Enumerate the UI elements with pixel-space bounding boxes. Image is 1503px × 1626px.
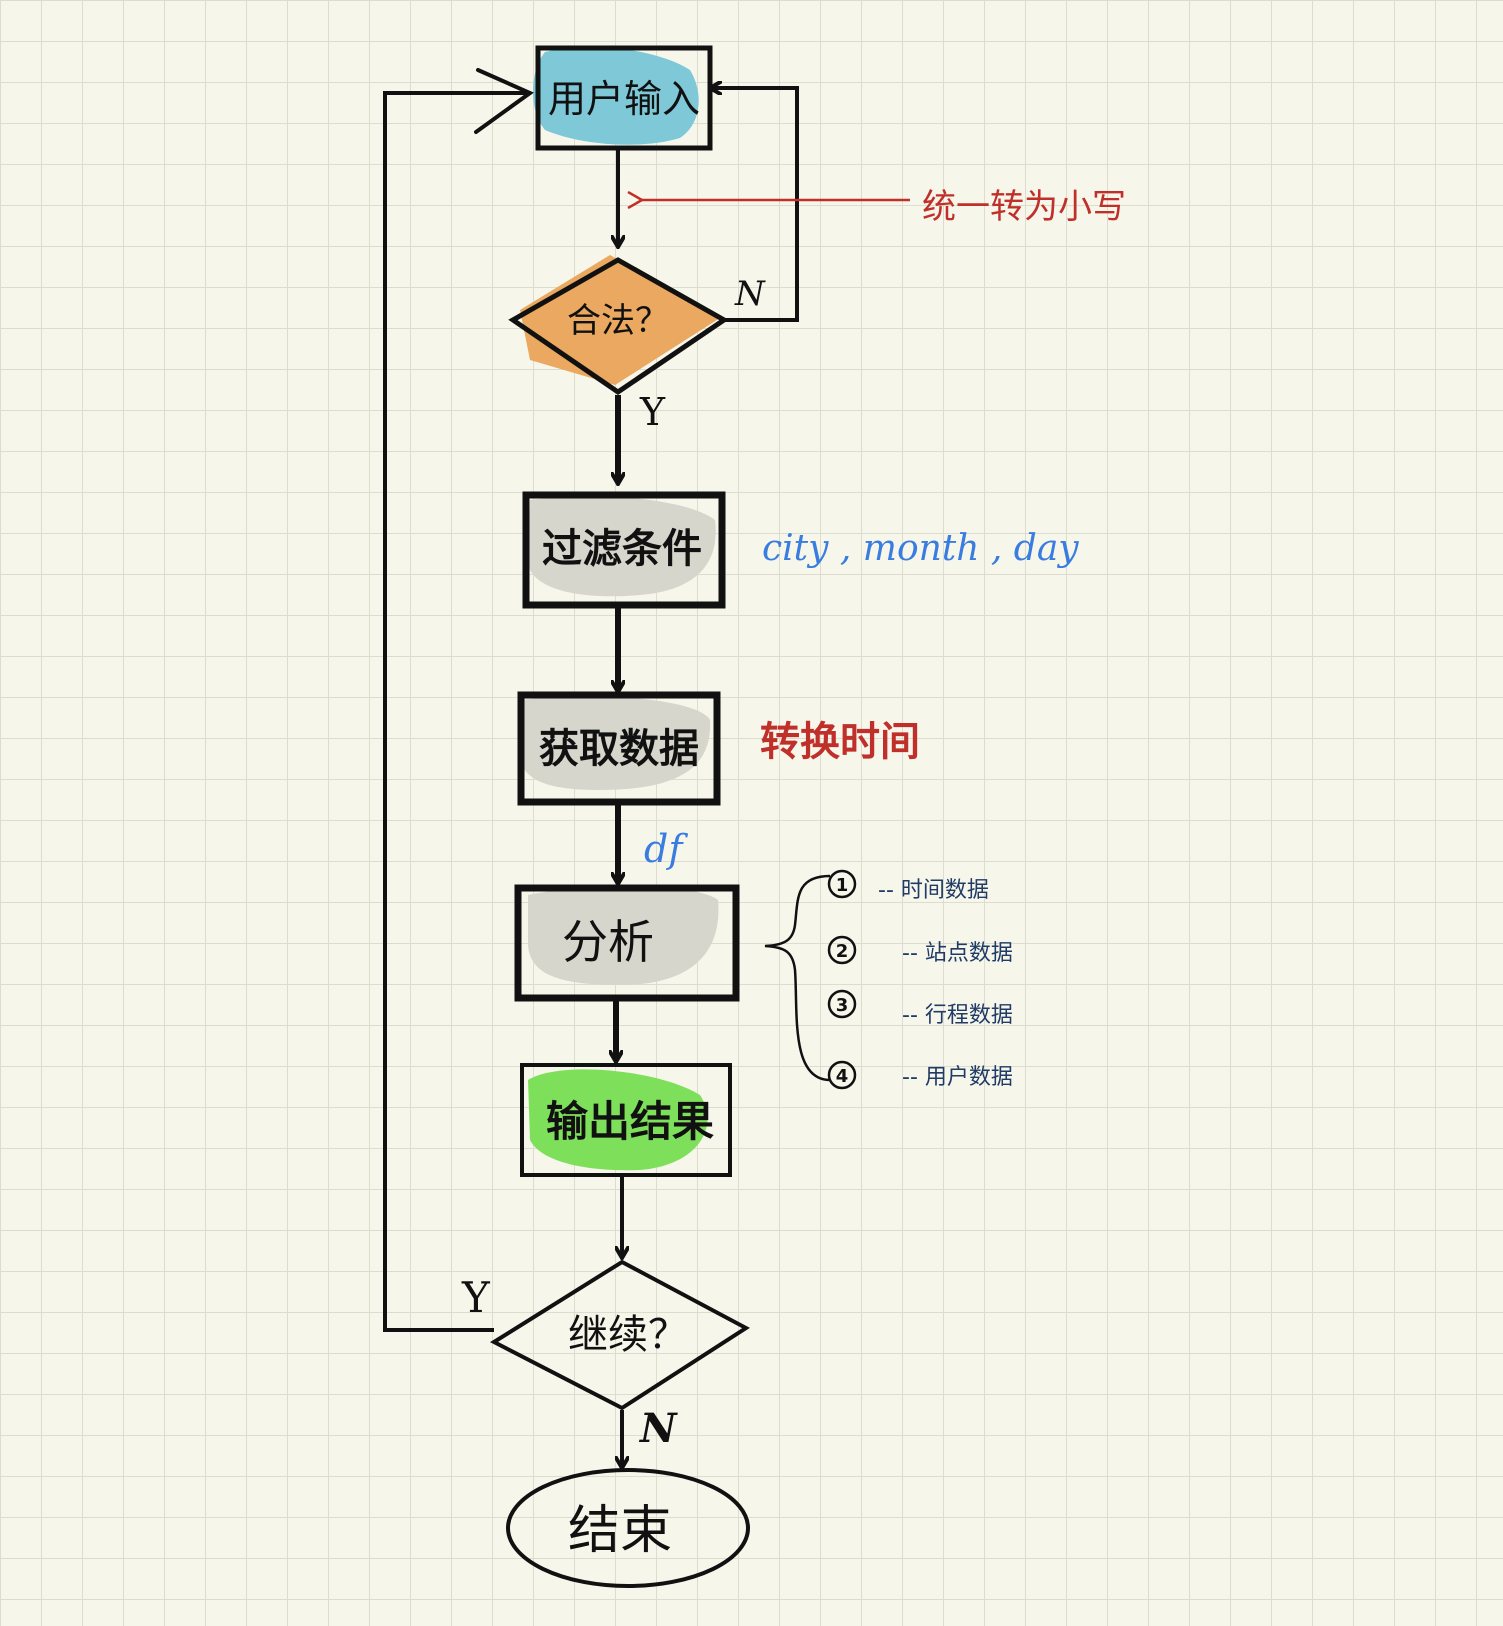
item-number-circle [827, 1060, 857, 1090]
lowercase-note: 统一转为小写 [922, 187, 1126, 227]
item-number: 1 [836, 875, 849, 896]
continue-no-label: N [638, 1405, 678, 1452]
continue-label: 继续？ [568, 1312, 688, 1358]
item-number-circle [827, 869, 857, 899]
output-box [520, 1063, 732, 1177]
user-input-highlight [532, 46, 699, 145]
analyze-highlight [528, 885, 719, 985]
continue-diamond [489, 1259, 750, 1411]
analysis-item: 2 -- 站点数据 [827, 935, 1013, 966]
convert-time-note: 转换时间 [760, 718, 920, 765]
analysis-item: 1 -- 时间数据 [827, 869, 989, 903]
edge-continue-yes-loop [383, 91, 528, 1332]
item-label: -- 时间数据 [878, 878, 989, 903]
item-number: 4 [836, 1066, 849, 1087]
valid-label: 合法？ [567, 301, 669, 341]
filter-highlight [528, 496, 716, 597]
user-input-box [535, 45, 713, 151]
item-number-circle [827, 989, 857, 1019]
end-ellipse [506, 1468, 750, 1588]
get-data-box [517, 691, 721, 806]
edge-valid-no-loop [712, 88, 799, 322]
valid-no-label: N [734, 274, 766, 314]
filter-params-note: city , month , day [762, 528, 1079, 569]
analyze-box [514, 884, 740, 1002]
analyze-label: 分析 [562, 915, 654, 969]
edge-continue-yes-arrowhead [474, 68, 534, 134]
item-number: 3 [836, 995, 849, 1016]
item-number: 2 [836, 941, 849, 962]
analysis-item: 3 -- 行程数据 [827, 989, 1013, 1028]
end-label: 结束 [568, 1501, 672, 1561]
item-label: -- 行程数据 [902, 1003, 1013, 1028]
continue-yes-label: Y [461, 1273, 491, 1322]
valid-yes-label: Y [639, 390, 666, 434]
user-input-label: 用户输入 [548, 77, 700, 121]
output-highlight [528, 1069, 708, 1171]
valid-diamond [508, 257, 729, 396]
analysis-brace [764, 874, 831, 1082]
item-label: -- 用户数据 [902, 1065, 1013, 1090]
get-data-highlight [518, 696, 711, 790]
output-label: 输出结果 [546, 1097, 714, 1146]
filter-box [522, 491, 726, 609]
item-label: -- 站点数据 [902, 941, 1013, 966]
analysis-item: 4 -- 用户数据 [827, 1060, 1013, 1090]
get-data-label: 获取数据 [539, 725, 699, 772]
df-note: df [644, 827, 688, 871]
filter-label: 过滤条件 [542, 525, 702, 572]
item-number-circle [827, 935, 857, 965]
